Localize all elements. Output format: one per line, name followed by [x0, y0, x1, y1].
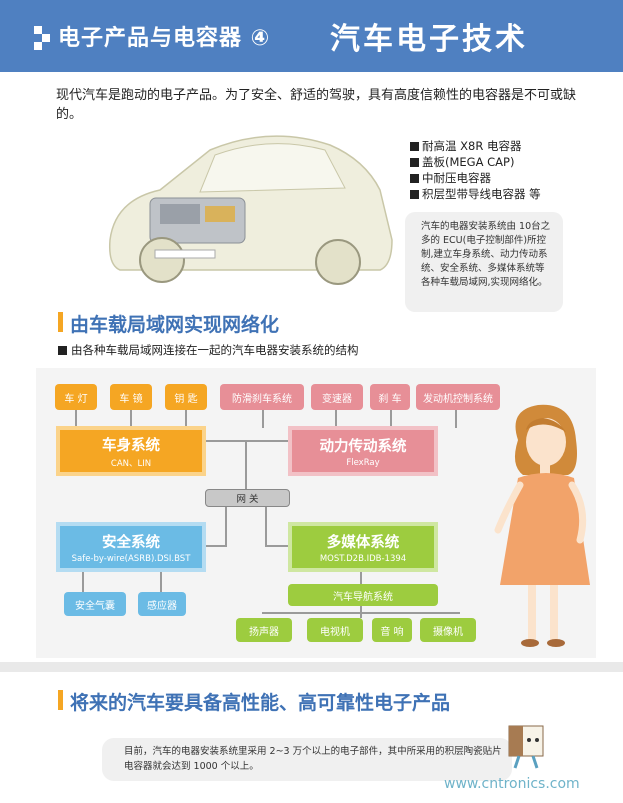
power-system-box: 动力传动系统 FlexRay [288, 426, 438, 476]
connector-line [195, 545, 227, 547]
connector-line [455, 410, 457, 428]
capacitor-mascot-icon [508, 725, 544, 769]
node-speaker: 扬声器 [236, 618, 292, 642]
capacitor-item: 盖板(MEGA CAP) [410, 154, 541, 170]
media-system-protocol: MOST.D2B.IDB-1394 [319, 553, 407, 564]
header-banner: 电子产品与电容器 ④ 汽车电子技术 [0, 0, 623, 72]
safety-system-protocol: Safe-by-wire(ASRB).DSI.BST [71, 553, 191, 564]
footer-note: 目前，汽车的电器安装系统里采用 2~3 万个以上的电子部件，其中所采用的积层陶瓷… [102, 738, 512, 781]
section1-subtitle: 由各种车载局域网连接在一起的汽车电器安装系统的结构 [58, 342, 359, 358]
power-system-name: 动力传动系统 [319, 438, 407, 455]
section1-title: 由车载局域网实现网络化 [70, 314, 280, 336]
square-bullet-icon [34, 26, 42, 34]
connector-line [265, 545, 290, 547]
node-transmission: 变速器 [311, 384, 363, 410]
connector-line [245, 440, 247, 490]
speech-bubble: 汽车的电器安装系统由 10台之多的 ECU(电子控制部件)所控制,建立车身系统、… [405, 212, 563, 312]
capacitor-item: 中耐压电容器 [410, 170, 541, 186]
header-title: 电子产品与电容器 ④ [58, 26, 271, 51]
safety-system-box: 安全系统 Safe-by-wire(ASRB).DSI.BST [56, 522, 206, 572]
car-illustration [108, 135, 393, 285]
node-camera: 摄像机 [420, 618, 476, 642]
woman-illustration [494, 404, 590, 647]
media-system-box: 多媒体系统 MOST.D2B.IDB-1394 [288, 522, 438, 572]
node-audio: 音 响 [372, 618, 412, 642]
connector-line [75, 410, 77, 428]
header-subtitle: 汽车电子技术 [330, 22, 528, 57]
body-system-protocol: CAN、LIN [110, 458, 152, 469]
connector-line [160, 572, 162, 592]
section-marker [58, 690, 63, 710]
section-divider [0, 662, 623, 672]
media-system-name: 多媒体系统 [326, 534, 400, 551]
node-abs: 防滑刹车系统 [220, 384, 304, 410]
connector-line [130, 410, 132, 428]
power-system-protocol: FlexRay [346, 457, 380, 468]
connector-line [265, 505, 267, 545]
node-car-light: 车 灯 [55, 384, 97, 410]
capacitor-item: 耐高温 X8R 电容器 [410, 138, 541, 154]
section-marker [58, 312, 63, 332]
node-airbag: 安全气囊 [64, 592, 126, 616]
node-tv: 电视机 [307, 618, 363, 642]
connector-line [185, 410, 187, 428]
node-engine-control: 发动机控制系统 [416, 384, 500, 410]
capacitor-item: 积层型带导线电容器 等 [410, 186, 541, 202]
node-brake: 刹 车 [370, 384, 410, 410]
connector-line [360, 572, 362, 584]
connector-line [225, 505, 227, 545]
connector-line [82, 572, 84, 592]
node-sensor: 感应器 [138, 592, 186, 616]
intro-text: 现代汽车是跑动的电子产品。为了安全、舒适的驾驶，具有高度信赖性的电容器是不可或缺… [56, 88, 577, 122]
connector-line [195, 440, 290, 442]
body-system-box: 车身系统 CAN、LIN [56, 426, 206, 476]
watermark-text: www.cntronics.com [444, 776, 580, 792]
section2-title: 将来的汽车要具备高性能、高可靠性电子产品 [70, 692, 451, 714]
node-car-mirror: 车 镜 [110, 384, 152, 410]
connector-line [262, 612, 460, 614]
connector-line [262, 410, 264, 428]
safety-system-name: 安全系统 [102, 534, 160, 551]
capacitor-list: 耐高温 X8R 电容器 盖板(MEGA CAP) 中耐压电容器 积层型带导线电容… [410, 138, 541, 202]
connector-line [335, 410, 337, 428]
square-bullet-icon [34, 42, 42, 50]
connector-line [390, 410, 392, 428]
node-car-key: 钥 匙 [165, 384, 207, 410]
node-car-navigation: 汽车导航系统 [288, 584, 438, 606]
gateway-box: 网 关 [205, 489, 290, 507]
square-bullet-icon [42, 34, 50, 42]
body-system-name: 车身系统 [102, 437, 160, 454]
